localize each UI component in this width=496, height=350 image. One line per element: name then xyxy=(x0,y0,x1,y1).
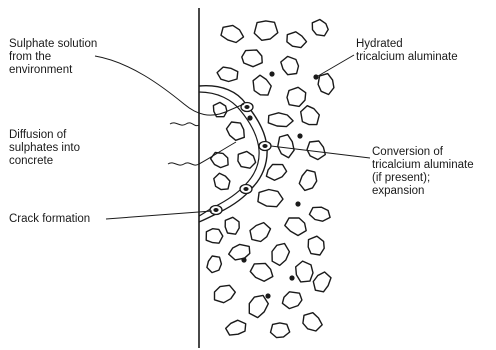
aggregate-particle xyxy=(227,122,245,140)
c3a-dot xyxy=(297,133,302,138)
aggregate-particle xyxy=(225,217,239,234)
aggregate-particle xyxy=(214,173,230,189)
diffusion-front-outer xyxy=(199,86,267,222)
aggregate-particle xyxy=(303,313,322,331)
aggregate-particle xyxy=(271,323,290,338)
aggregate-particle xyxy=(250,263,272,281)
c3a-dot xyxy=(265,293,270,298)
aggregate-particle xyxy=(249,295,268,317)
label-hydrated-c3a: Hydrated tricalcium aluminate xyxy=(356,38,458,64)
aggregate-particle xyxy=(242,50,262,67)
aggregate-particle xyxy=(282,292,302,309)
aggregate-particle xyxy=(301,106,320,125)
aggregate-particle xyxy=(266,164,286,180)
c3a-dot xyxy=(269,71,274,76)
aggregate-particle xyxy=(287,87,306,106)
c3a-dot xyxy=(295,201,300,206)
aggregate-particle xyxy=(313,272,331,292)
label-conversion: Conversion of tricalcium aluminate (if p… xyxy=(372,146,474,198)
aggregate-particle xyxy=(268,113,293,127)
aggregate-particle xyxy=(207,256,222,273)
wavy-sulphate-entry xyxy=(170,123,199,126)
aggregate-particle xyxy=(206,229,223,244)
aggregate-particles xyxy=(206,20,334,338)
aggregate-particle xyxy=(299,170,316,190)
aggregate-particle xyxy=(309,207,330,221)
aggregate-particle xyxy=(238,151,256,168)
c3a-dot xyxy=(313,74,318,79)
aggregate-particle xyxy=(308,236,324,255)
aggregate-particle xyxy=(278,135,294,158)
aggregate-particle xyxy=(217,67,238,81)
aggregate-particle xyxy=(296,261,313,282)
aggregate-particle xyxy=(285,218,306,236)
aggregate-particle xyxy=(226,320,246,335)
aggregate-particle xyxy=(281,56,299,74)
aggregate-particle xyxy=(254,21,277,40)
aggregate-particle xyxy=(312,20,328,36)
aggregate-particle xyxy=(258,190,283,207)
c3a-dot xyxy=(241,257,246,262)
aggregate-particle xyxy=(250,223,271,242)
aggregate-particle xyxy=(221,25,244,42)
aggregate-particle xyxy=(287,32,307,48)
leader-crack-formation xyxy=(106,211,212,219)
aggregate-particle xyxy=(318,74,334,95)
aggregate-particle xyxy=(229,244,250,260)
c3a-dot xyxy=(247,115,252,120)
c3a-dot xyxy=(289,275,294,280)
aggregate-particle xyxy=(211,153,229,168)
aggregate-particle xyxy=(272,244,289,266)
aggregate-particle xyxy=(253,75,271,95)
label-crack-formation: Crack formation xyxy=(9,213,90,226)
label-sulphate-solution: Sulphate solution from the environment xyxy=(9,38,97,77)
aggregate-particle xyxy=(215,285,236,302)
label-diffusion: Diffusion of sulphates into concrete xyxy=(9,129,80,168)
leader-hydrated-c3a xyxy=(318,55,354,76)
